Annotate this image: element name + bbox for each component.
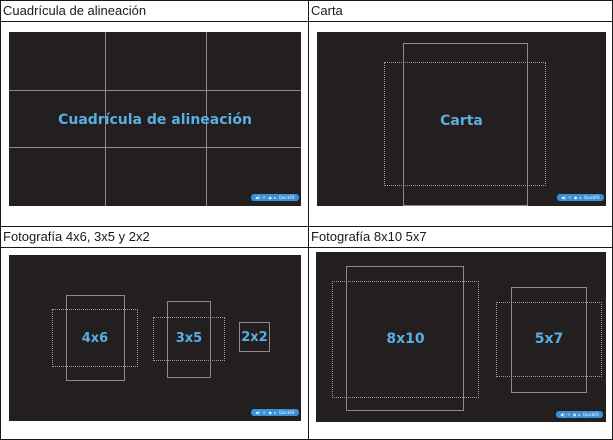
brightness-icon: ☼ bbox=[567, 412, 571, 417]
size-label-5x7: 5x7 bbox=[534, 331, 564, 347]
osd-bar: ◀) ☼ ◉ ▸ QuickFit bbox=[251, 194, 299, 201]
speaker-icon: ◀) bbox=[560, 412, 565, 417]
speaker-icon: ◀) bbox=[255, 410, 260, 415]
grid-line bbox=[105, 32, 106, 206]
divider bbox=[309, 247, 612, 248]
monitor-screen: Carta ◀) ☼ ◉ ▸ QuickFit bbox=[317, 32, 606, 206]
grid-line bbox=[9, 147, 301, 148]
photo-frame-4x6 bbox=[66, 295, 125, 381]
arrow-icon: ▸ bbox=[274, 410, 277, 415]
speaker-icon: ◀) bbox=[561, 195, 566, 200]
circle-icon: ◉ bbox=[572, 412, 577, 417]
osd-brand: QuickFit bbox=[583, 195, 600, 200]
panel-photo-large: Fotografía 8x10 5x7 8x10 5x7 ◀) ☼ ◉ ▸ Qu… bbox=[308, 226, 613, 440]
size-label-4x6: 4x6 bbox=[81, 331, 109, 346]
osd-bar: ◀) ☼ ◉ ▸ QuickFit bbox=[556, 411, 603, 418]
panel-letter: Carta Carta ◀) ☼ ◉ ▸ QuickFit bbox=[308, 0, 613, 227]
arrow-icon: ▸ bbox=[274, 195, 277, 200]
photo-frame-8x10-landscape bbox=[332, 281, 479, 398]
size-label-3x5: 3x5 bbox=[175, 331, 203, 346]
arrow-icon: ▸ bbox=[579, 195, 582, 200]
photo-frame-4x6-landscape bbox=[52, 309, 138, 367]
divider bbox=[1, 247, 308, 248]
photo-frame-5x7-landscape bbox=[496, 302, 602, 377]
size-label-2x2: 2x2 bbox=[241, 330, 268, 345]
brightness-icon: ☼ bbox=[568, 195, 572, 200]
panel-caption: Fotografía 8x10 5x7 bbox=[311, 229, 427, 244]
grid-line bbox=[9, 90, 301, 91]
photo-frame-8x10 bbox=[346, 266, 464, 411]
divider bbox=[309, 21, 612, 22]
circle-icon: ◉ bbox=[268, 410, 272, 415]
photo-frame-3x5 bbox=[167, 301, 211, 378]
letter-frame bbox=[403, 43, 528, 206]
panel-alignment-grid: Cuadrícula de alineación Cuadrícula de a… bbox=[0, 0, 309, 227]
arrow-icon: ▸ bbox=[578, 412, 581, 417]
monitor-screen: Cuadrícula de alineación ◀) ☼ ◉ ▸ QuickF… bbox=[9, 32, 301, 206]
photo-frame-2x2 bbox=[239, 322, 270, 352]
panel-caption: Cuadrícula de alineación bbox=[3, 3, 147, 18]
divider bbox=[1, 21, 308, 22]
photo-frame-5x7 bbox=[511, 287, 587, 393]
brightness-icon: ☼ bbox=[262, 195, 266, 200]
mode-label: Cuadrícula de alineación bbox=[58, 112, 252, 128]
speaker-icon: ◀) bbox=[255, 195, 260, 200]
osd-brand: QuickFit bbox=[278, 410, 295, 415]
monitor-screen: 4x6 3x5 2x2 ◀) ☼ ◉ ▸ QuickFit bbox=[9, 255, 301, 421]
photo-frame-3x5-landscape bbox=[153, 317, 225, 361]
mode-label: Carta bbox=[440, 113, 483, 129]
brightness-icon: ☼ bbox=[262, 410, 266, 415]
panel-caption: Fotografía 4x6, 3x5 y 2x2 bbox=[3, 229, 150, 244]
osd-bar: ◀) ☼ ◉ ▸ QuickFit bbox=[251, 409, 299, 416]
circle-icon: ◉ bbox=[573, 195, 578, 200]
size-label-8x10: 8x10 bbox=[386, 331, 425, 347]
panel-caption: Carta bbox=[311, 3, 343, 18]
letter-frame-landscape bbox=[384, 62, 546, 186]
grid-line bbox=[206, 32, 207, 206]
osd-brand: QuickFit bbox=[278, 195, 295, 200]
osd-bar: ◀) ☼ ◉ ▸ QuickFit bbox=[557, 194, 604, 201]
panel-photo-small: Fotografía 4x6, 3x5 y 2x2 4x6 3x5 2x2 ◀)… bbox=[0, 226, 309, 440]
osd-brand: QuickFit bbox=[582, 412, 599, 417]
circle-icon: ◉ bbox=[268, 195, 272, 200]
monitor-screen: 8x10 5x7 ◀) ☼ ◉ ▸ QuickFit bbox=[316, 252, 606, 422]
